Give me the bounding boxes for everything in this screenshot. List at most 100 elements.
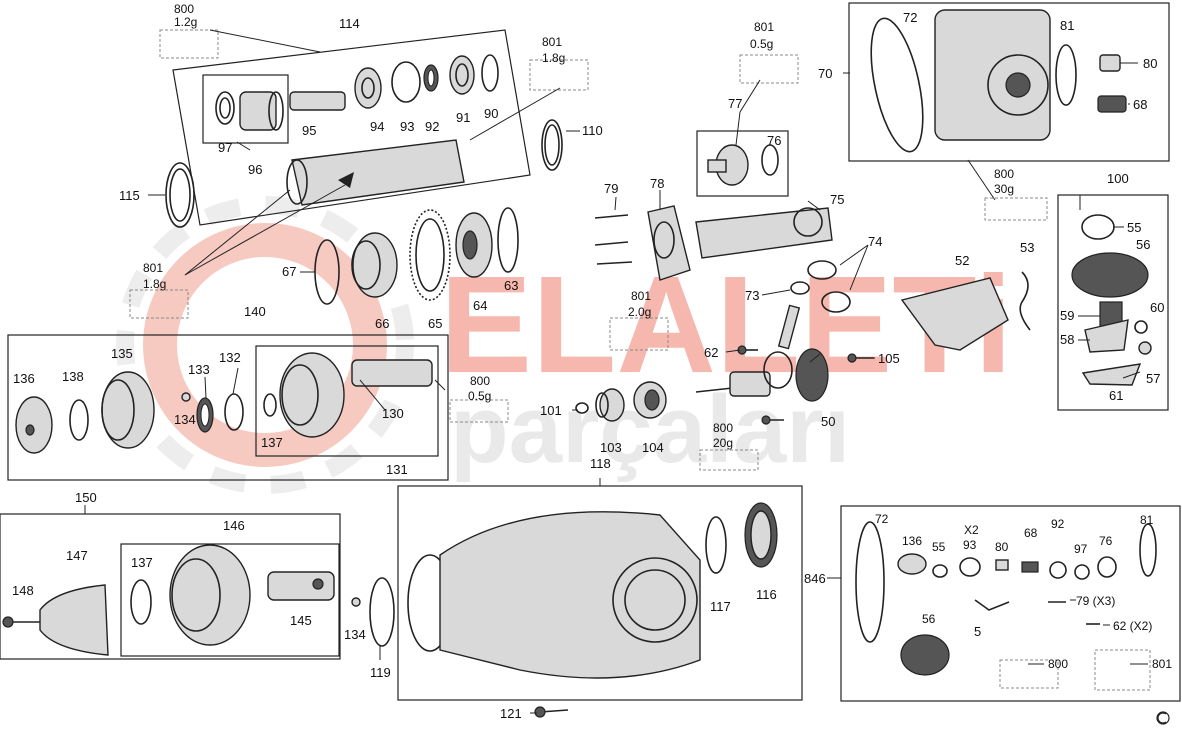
callout-60: 60 <box>1150 300 1164 315</box>
grease-800-50-code: 800 <box>713 421 733 435</box>
callout-101: 101 <box>540 403 562 418</box>
kit-label-92: 92 <box>1051 517 1065 531</box>
callout-135: 135 <box>111 346 133 361</box>
kit-label-76: 76 <box>1099 534 1113 548</box>
callout-78: 78 <box>650 176 664 191</box>
callout-80: 80 <box>1143 56 1157 71</box>
kit-81-ring-icon <box>1139 523 1157 577</box>
callout-56: 56 <box>1136 237 1150 252</box>
part-93-ring-icon <box>391 61 421 103</box>
callout-136: 136 <box>13 371 35 386</box>
callout-96: 96 <box>248 162 262 177</box>
grease-800-50-amount: 20g <box>713 436 733 450</box>
kit-5-spring-icon <box>974 599 1010 611</box>
callout-116: 116 <box>756 587 777 602</box>
part-103-bearing-icon <box>595 388 625 422</box>
callout-118: 118 <box>590 456 611 471</box>
callout-52: 52 <box>955 253 969 268</box>
part-56-cap-icon <box>1071 252 1149 298</box>
part-133-ring-icon <box>196 397 214 433</box>
kit-parts <box>855 521 1157 676</box>
callout-121: 121 <box>500 706 522 721</box>
part-74-washer-icon <box>807 260 851 313</box>
callout-104: 104 <box>642 440 664 455</box>
grease-801-left-amount: 1.8g <box>143 277 166 291</box>
callout-79: 79 <box>604 181 618 196</box>
box-150 <box>0 513 341 660</box>
grease-801-left-code: 801 <box>143 261 163 275</box>
callout-76: 76 <box>767 133 781 148</box>
kit-76-ring-icon <box>1097 556 1117 578</box>
kit-93-ring-icon <box>959 557 981 577</box>
callout-103: 103 <box>600 440 622 455</box>
callout-110: 110 <box>582 123 603 138</box>
callout-74: 74 <box>868 234 882 249</box>
callout-67: 67 <box>282 264 296 279</box>
grease-801-78-amount: 2.0g <box>628 305 651 319</box>
gear-logo-icon <box>116 196 414 494</box>
part-148-screw-icon <box>2 616 40 628</box>
part-63-ring-icon <box>497 207 519 273</box>
box-846 <box>840 505 1181 702</box>
grease-801-top-code: 801 <box>542 35 562 49</box>
part-116-bearing-icon <box>744 502 778 568</box>
part-95-shaft-icon <box>289 91 346 111</box>
part-121-screw-icon <box>534 706 569 718</box>
callout-61: 61 <box>1109 388 1123 403</box>
kit-label-72: 72 <box>875 512 889 526</box>
grease-801-top-amount: 1.8g <box>542 51 565 65</box>
callout-59: 59 <box>1060 308 1074 323</box>
part-64-clutch-icon <box>455 212 493 278</box>
kit-label-80: 80 <box>995 540 1009 554</box>
part-136-cap-icon <box>15 396 53 454</box>
parts <box>2 9 1157 718</box>
callout-62: 62 <box>704 345 718 360</box>
callout-115: 115 <box>119 188 140 203</box>
callout-130: 130 <box>382 406 404 421</box>
callout-64: 64 <box>473 298 487 313</box>
part-90-ring-icon <box>481 54 499 92</box>
part-76-ring-icon <box>761 144 779 176</box>
part-101-spring-icon <box>575 402 589 414</box>
kit-label-136: 136 <box>902 534 922 548</box>
part-68-block-icon <box>1097 95 1127 113</box>
callout-77: 77 <box>728 96 742 111</box>
callout-150: 150 <box>75 490 97 505</box>
callout-57: 57 <box>1146 371 1160 386</box>
part-61-lever-icon <box>1081 363 1142 386</box>
callout-65: 65 <box>428 316 442 331</box>
part-91-bushing-icon <box>449 55 475 95</box>
part-77-spindle-icon <box>707 144 749 186</box>
callout-58: 58 <box>1060 332 1074 347</box>
callout-132: 132 <box>219 350 241 365</box>
callout-105: 105 <box>878 351 900 366</box>
callout-137b: 137 <box>131 555 153 570</box>
box-70 <box>848 2 1170 162</box>
callout-66: 66 <box>375 316 389 331</box>
callout-55: 55 <box>1127 220 1141 235</box>
callout-94: 94 <box>370 119 384 134</box>
part-137b-ring-icon <box>130 579 152 625</box>
grease-800-130-amount: 0.5g <box>468 389 491 403</box>
grease-800-70-code: 800 <box>994 167 1014 181</box>
part-50-gear-shaft-icon <box>695 304 829 402</box>
kit-label-5: 5 <box>974 624 981 639</box>
part-66-cylinder-icon <box>351 232 398 298</box>
part-110-ring-icon <box>541 119 563 171</box>
part-130-chuck-icon <box>279 352 433 438</box>
kit-label-55: 55 <box>932 540 946 554</box>
grease-800-130-code: 800 <box>470 374 490 388</box>
kit-label-81: 81 <box>1140 513 1154 527</box>
box-100 <box>1057 194 1169 411</box>
kit-label-62: 62 (X2) <box>1113 619 1152 633</box>
kit-80-block-icon <box>995 559 1009 571</box>
callout-72: 72 <box>903 10 917 25</box>
kit-label-97: 97 <box>1074 542 1088 556</box>
callout-81: 81 <box>1060 18 1074 33</box>
part-80-block-icon <box>1099 54 1121 72</box>
kit-72-belt-icon <box>855 521 885 643</box>
callout-73: 73 <box>745 288 759 303</box>
part-135-sleeve-icon <box>101 371 155 449</box>
callout-50: 50 <box>821 414 835 429</box>
